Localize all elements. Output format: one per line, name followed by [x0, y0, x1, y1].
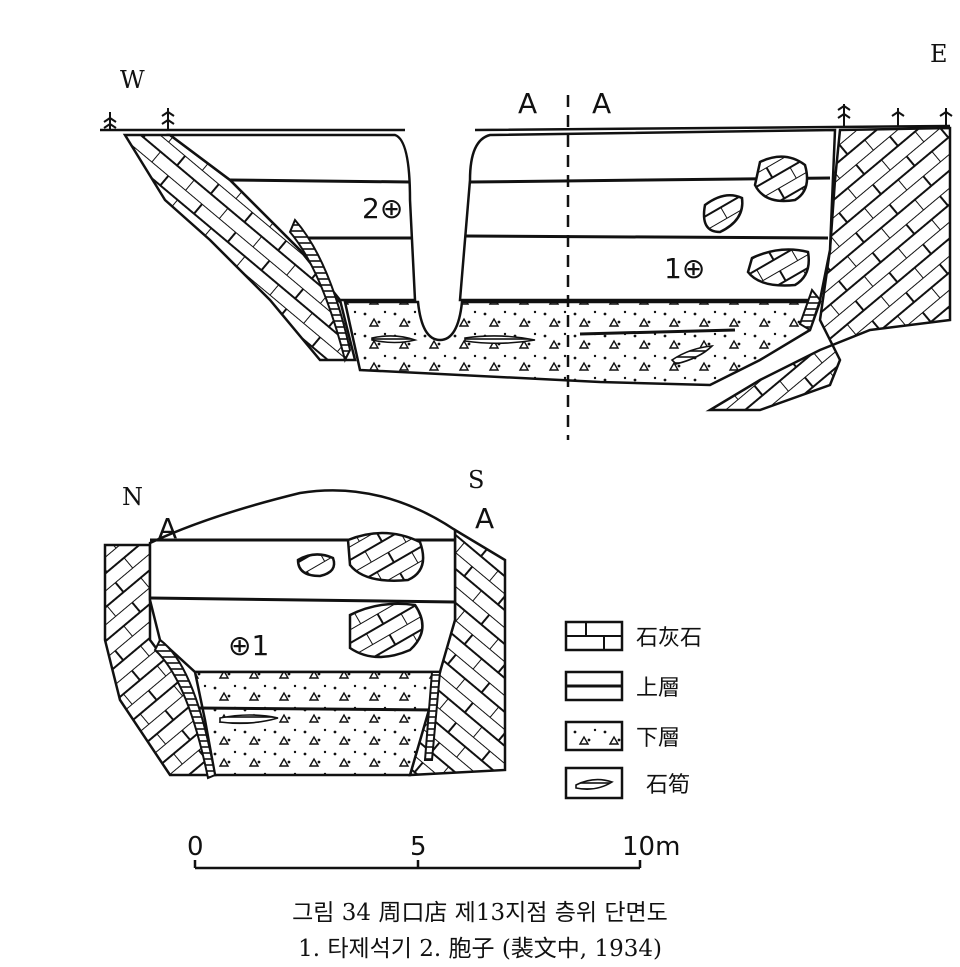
lower-section-label-right: A — [475, 502, 494, 535]
grass-tuft-icons — [103, 104, 953, 130]
legend-swatch-hearth — [564, 766, 624, 800]
limestone-block-e — [346, 531, 425, 582]
limestone-block-c — [746, 248, 810, 287]
stalagmite-lens-1 — [371, 335, 418, 344]
limestone-block-d — [296, 553, 336, 578]
layer-line-2 — [300, 234, 829, 240]
west-stalagmite-band — [288, 218, 352, 363]
legend-item-limestone: 石灰石 — [564, 620, 702, 652]
legend-item-hearth: 石筍 — [564, 766, 690, 800]
upper-layer-east — [458, 128, 837, 302]
lower-section: N S A A ⊕1 — [103, 466, 507, 780]
figure-caption-title: 그림 34 周口店 제13지점 층위 단면도 — [292, 900, 668, 926]
legend-item-lower: 下層 — [564, 720, 680, 752]
direction-south: S — [468, 466, 484, 494]
legend: 石灰石 上層 下層 石筍 — [564, 620, 702, 800]
section-label-right: A — [592, 87, 611, 120]
direction-west: W — [120, 66, 145, 94]
figure-caption-subtitle: 1. 타제석기 2. 胞子 (裴文中, 1934) — [298, 936, 662, 962]
limestone-block-a — [753, 155, 809, 203]
limestone-blocks-lower — [296, 531, 425, 659]
upper-section: W E A A 2⊕ 1⊕ — [100, 40, 953, 440]
direction-north: N — [122, 483, 143, 511]
scale-tick-10m: 10m — [622, 832, 680, 862]
lower-layer-upper-section — [343, 300, 822, 387]
marker-2: 2⊕ — [362, 192, 403, 225]
lower-section-label-left: A — [158, 512, 177, 545]
limestone-block-f — [348, 602, 424, 659]
legend-label-limestone: 石灰石 — [636, 626, 702, 651]
east-stalagmite-band — [798, 287, 822, 332]
limestone-block-b — [702, 193, 744, 234]
lower-layer-lower-section — [193, 670, 442, 777]
section-label-left: A — [518, 87, 537, 120]
scale-bar: 0 5 10m — [187, 832, 680, 870]
limestone-blocks-upper — [702, 155, 810, 287]
legend-label-lower: 下層 — [636, 726, 680, 751]
lower-layer-band-line — [579, 328, 736, 336]
legend-label-upper: 上層 — [636, 676, 680, 701]
legend-item-upper: 上層 — [564, 670, 680, 702]
south-stalagmite-band — [423, 671, 442, 761]
legend-swatch-lower — [564, 720, 624, 752]
lower-layer-line-3 — [197, 706, 437, 712]
stalagmite-lens-3 — [670, 345, 715, 365]
stalagmite-lens-lower — [219, 714, 279, 725]
ground-surface-line — [100, 124, 951, 132]
scale-bar-line — [193, 860, 642, 870]
scale-tick-0: 0 — [187, 832, 204, 862]
upper-layer-west — [166, 133, 417, 302]
scale-tick-5: 5 — [410, 832, 427, 862]
lower-layer-line-2 — [149, 596, 456, 604]
lower-marker-1: ⊕1 — [228, 629, 269, 662]
marker-1: 1⊕ — [664, 252, 705, 285]
north-stalagmite-band — [153, 638, 217, 780]
stalagmite-lens-2 — [464, 335, 536, 345]
direction-east: E — [930, 40, 948, 68]
legend-label-hearth: 石筍 — [646, 773, 690, 798]
